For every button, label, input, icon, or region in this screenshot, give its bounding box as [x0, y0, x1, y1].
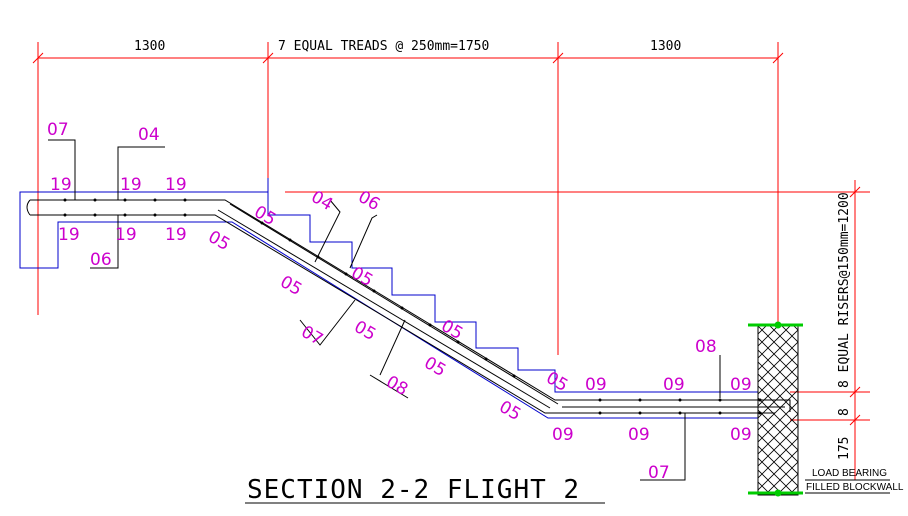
bar-mark-labels: 07 04 19 19 19 19 19 19 06 05 05 04 06 0… — [47, 120, 752, 483]
dim-risers: 8 EQUAL RISERS@150mm=1200 — [837, 192, 852, 388]
wall-note-line1: LOAD BEARING — [812, 468, 887, 479]
wall-note-line2: FILLED BLOCKWALL — [806, 482, 904, 493]
bar-mark: 07 — [298, 322, 327, 350]
section-title: SECTION 2-2 FLIGHT 2 — [247, 475, 580, 505]
dimension-lines — [32, 42, 870, 480]
bar-mark: 05 — [251, 202, 280, 230]
bar-mark: 07 — [47, 120, 69, 140]
bar-mark: 09 — [628, 425, 650, 445]
bar-mark: 06 — [90, 250, 112, 270]
bar-mark: 19 — [115, 225, 137, 245]
bar-mark: 05 — [421, 353, 450, 381]
bar-mark: 19 — [58, 225, 80, 245]
bar-mark: 07 — [648, 463, 670, 483]
bar-mark: 05 — [205, 227, 234, 255]
bar-section-dots — [63, 198, 762, 415]
bar-mark: 05 — [496, 397, 525, 425]
bar-mark: 09 — [552, 425, 574, 445]
dim-landing-left: 1300 — [134, 39, 165, 54]
bar-mark: 19 — [120, 175, 142, 195]
leader-lines — [48, 139, 721, 481]
bar-mark: 19 — [165, 225, 187, 245]
bar-mark: 19 — [165, 175, 187, 195]
bar-mark: 09 — [730, 375, 752, 395]
bar-mark: 09 — [730, 425, 752, 445]
load-bearing-wall — [748, 321, 890, 497]
bar-mark: 06 — [355, 187, 384, 215]
bar-mark: 05 — [351, 317, 380, 345]
bar-mark: 08 — [383, 372, 412, 400]
bar-mark: 09 — [663, 375, 685, 395]
bar-mark: 08 — [695, 337, 717, 357]
bar-mark: 05 — [277, 272, 306, 300]
bar-mark: 09 — [585, 375, 607, 395]
dim-landing-right: 1300 — [650, 39, 681, 54]
bar-mark: 04 — [308, 187, 337, 215]
bar-mark: 19 — [50, 175, 72, 195]
bar-mark: 04 — [138, 125, 160, 145]
dim-slab-thickness: 175 — [837, 437, 852, 460]
bar-mark: 05 — [438, 316, 467, 344]
dim-treads: 7 EQUAL TREADS @ 250mm=1750 — [278, 39, 489, 54]
dim-eight: 8 — [837, 408, 852, 416]
concrete-outline — [19, 178, 758, 419]
